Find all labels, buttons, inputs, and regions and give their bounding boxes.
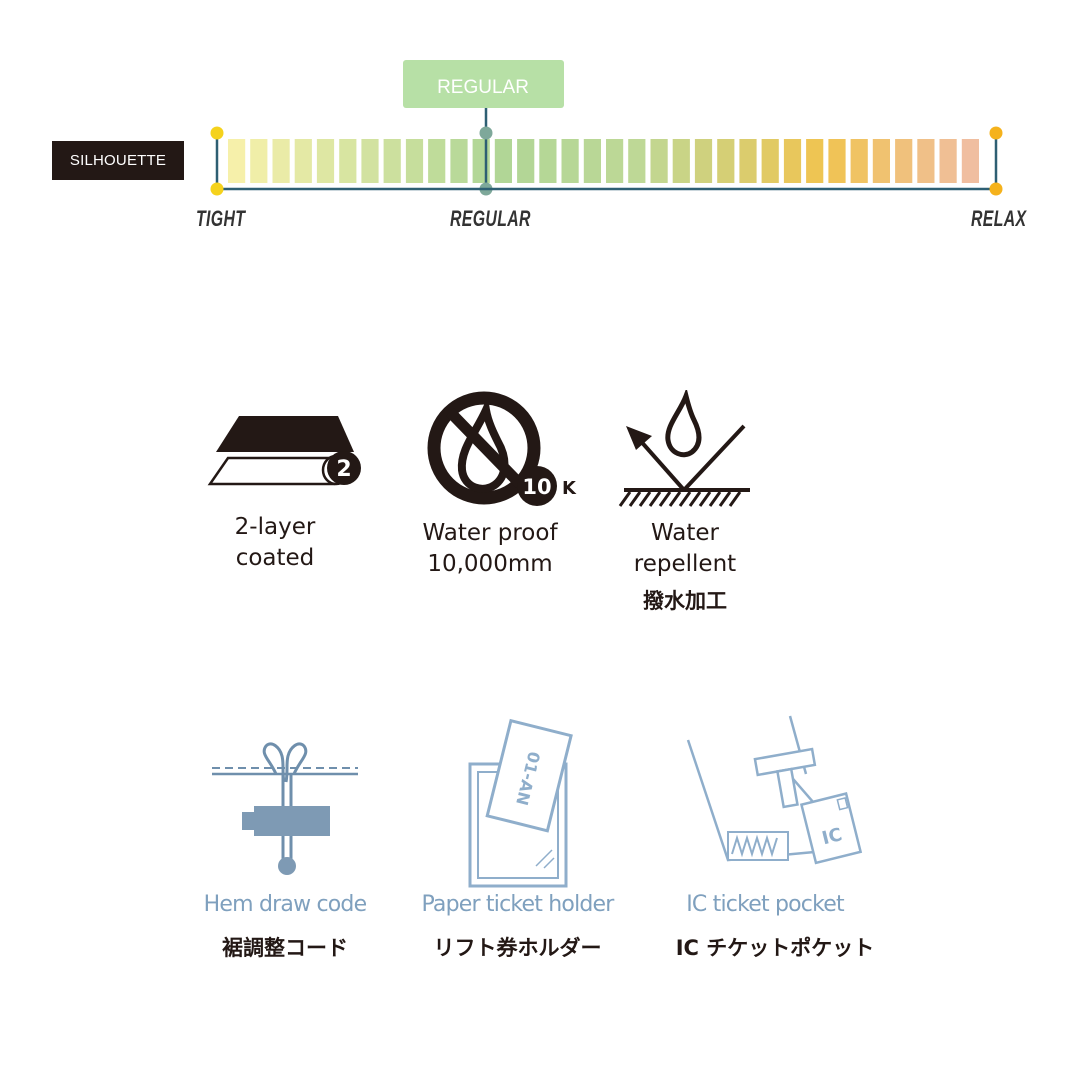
hem-draw-cord-label-jp: 裾調整コード	[222, 936, 348, 960]
paper-ticket-holder-label-jp: リフト券ホルダー	[433, 936, 602, 960]
left-bottom-dot	[210, 182, 224, 196]
scale-segment	[917, 139, 935, 183]
scale-segment	[361, 139, 379, 183]
ic-ticket-pocket-icon: IC	[686, 710, 870, 880]
hatch-line	[648, 491, 662, 507]
regular-marker-text: REGULAR	[437, 77, 529, 98]
hatch-line	[708, 491, 722, 507]
scale-segments	[228, 139, 979, 183]
pocket-zigzag	[731, 834, 778, 858]
hatch-line	[618, 491, 632, 507]
scale-segment	[739, 139, 757, 183]
hatch-line	[728, 491, 742, 507]
scale-segment	[272, 139, 290, 183]
hem-draw-cord-label: Hem draw code	[203, 892, 367, 917]
hatch-line	[678, 491, 692, 507]
scale-segment	[316, 139, 335, 183]
scale-segment	[939, 139, 957, 183]
hatch-line	[668, 491, 682, 507]
waterproof-icon: 10 K	[418, 390, 578, 510]
scale-segment	[294, 139, 312, 183]
right-bottom-dot	[989, 182, 1003, 196]
water-repellent-icon	[618, 387, 758, 514]
scale-segment	[672, 139, 690, 183]
svg-text:IC: IC	[820, 824, 844, 849]
scale-segment	[895, 139, 913, 183]
scale-segment	[694, 139, 713, 183]
svg-text:2: 2	[336, 457, 351, 482]
scale-segment	[961, 139, 979, 183]
two-layer-label: 2-layer coated	[234, 514, 316, 571]
hem-draw-cord-icon	[210, 738, 362, 888]
scale-segment	[405, 139, 424, 183]
scale-segment	[872, 139, 890, 183]
scale-segment	[583, 139, 601, 183]
scale-segment	[783, 139, 802, 183]
scale-segment	[806, 139, 824, 183]
waterproof-label: Water proof 10,000mm	[422, 520, 558, 577]
scale-segment	[606, 139, 624, 183]
scale-label-tight: TIGHT	[196, 206, 246, 231]
svg-text:K: K	[562, 478, 577, 499]
scale-segment	[761, 139, 779, 183]
scale-label-regular: REGULAR	[450, 206, 531, 231]
hatch-line	[698, 491, 712, 507]
scale-segment	[850, 139, 868, 183]
hatch-line	[628, 491, 642, 507]
scale-segment	[339, 139, 357, 183]
scale-segment	[717, 139, 735, 183]
scale-label-relax: RELAX	[971, 206, 1027, 231]
left-top-dot	[210, 126, 224, 140]
scale-segment	[628, 139, 646, 183]
scale-segment	[450, 139, 468, 183]
scale-segment	[494, 139, 512, 183]
scale-segment	[828, 139, 846, 183]
hatch-line	[688, 491, 702, 507]
silhouette-scale: REGULAR	[210, 60, 1003, 196]
hatch-line	[658, 491, 672, 507]
scale-segment	[561, 139, 579, 183]
scale-segment	[250, 139, 268, 183]
paper-ticket-holder-label: Paper ticket holder	[421, 892, 614, 917]
paper-ticket-holder-icon: 01-AN	[460, 716, 576, 890]
scale-segment	[650, 139, 668, 183]
silhouette-label: SILHOUETTE	[52, 141, 184, 180]
svg-text:10: 10	[522, 475, 551, 499]
ic-ticket-pocket-label: IC ticket pocket	[686, 892, 844, 917]
scale-segment	[383, 139, 401, 183]
hatch-line	[718, 491, 732, 507]
scale-segment	[517, 139, 535, 183]
scale-segment	[428, 139, 446, 183]
regular-marker-dot	[479, 126, 493, 140]
scale-segment	[228, 139, 246, 183]
right-top-dot	[989, 126, 1003, 140]
two-layer-icon: 2	[206, 408, 362, 488]
regular-marker-badge	[403, 60, 564, 108]
hatch-line	[638, 491, 652, 507]
water-repellent-label: Water repellent 撥水加工	[633, 520, 737, 613]
scale-segment	[539, 139, 557, 183]
ic-ticket-pocket-label-jp: IC チケットポケット	[675, 936, 875, 960]
